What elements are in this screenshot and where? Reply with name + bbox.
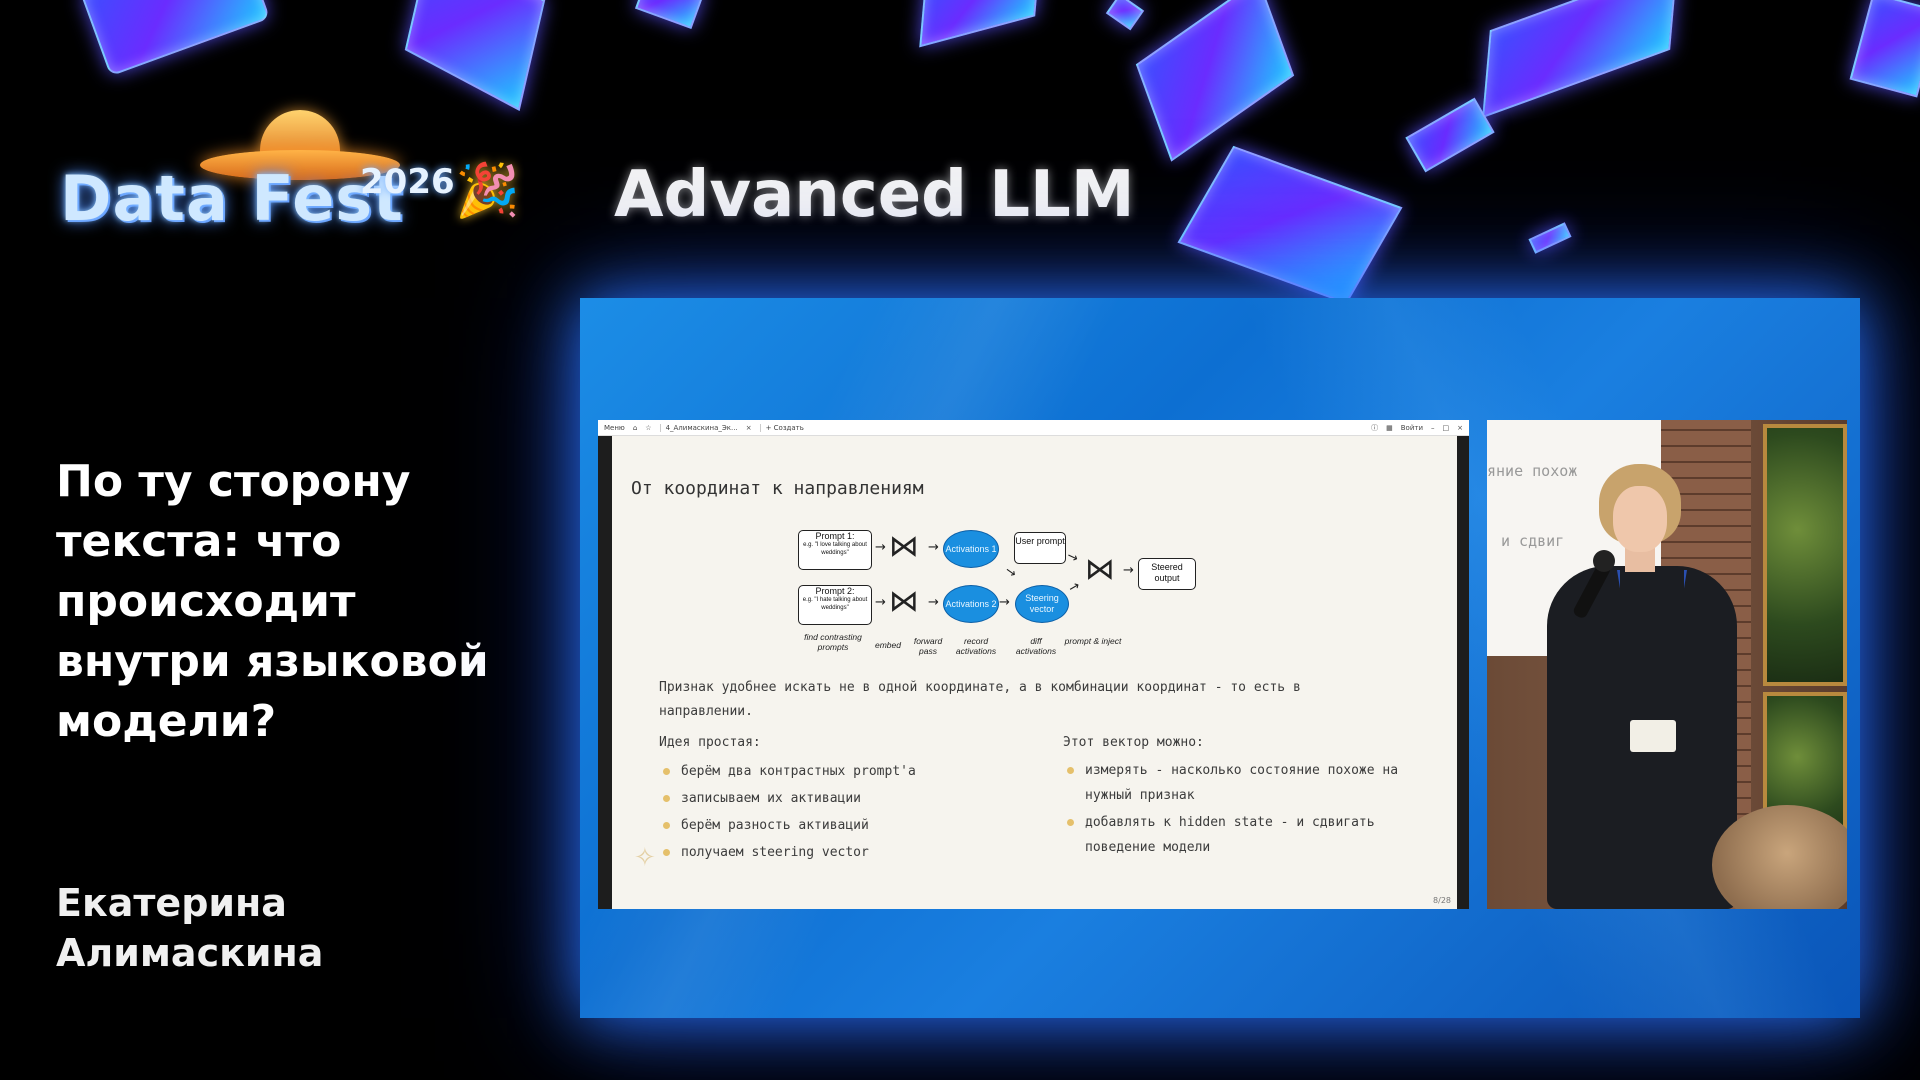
activations2-node: Activations 2 (943, 585, 999, 623)
prompt2-title: Prompt 2: (815, 586, 855, 596)
crystal-decoration (79, 0, 271, 77)
arrow-icon: → (928, 595, 939, 610)
crystal-decoration (919, 0, 1041, 48)
logo-text: Data Fest (60, 162, 404, 235)
arrow-icon: → (875, 540, 886, 555)
step-label: diff activations (1015, 636, 1057, 656)
browser-tab[interactable]: 4_Алимаскина_Эк... (659, 423, 738, 432)
arrow-icon: → (999, 595, 1010, 610)
left-column-title: Идея простая: (659, 735, 761, 750)
neural-net-icon: ⋈ (1085, 552, 1115, 587)
info-icon[interactable]: ⓘ (1371, 423, 1379, 432)
grid-icon[interactable]: ▦ (1386, 423, 1393, 432)
step-label: record activations (955, 636, 997, 656)
prompt1-title: Prompt 1: (815, 531, 855, 541)
user-prompt-text: User prompt (1015, 536, 1065, 546)
list-item: получаем steering vector (659, 839, 1019, 866)
step-label: find contrasting prompts (804, 632, 862, 652)
page-number: 8/28 (1433, 896, 1451, 905)
list-item: измерять - насколько состояние похоже на… (1063, 758, 1433, 808)
right-column-title: Этот вектор можно: (1063, 735, 1204, 750)
speaker-camera: яние похож и сдвиг (1487, 420, 1847, 909)
talk-title: По ту сторону текста: что происходит вну… (56, 456, 489, 747)
arrow-icon: → (1001, 563, 1020, 582)
new-tab-button[interactable]: + Создать (759, 423, 804, 432)
arrow-icon: → (875, 595, 886, 610)
prompt2-box: Prompt 2: e.g. "I hate talking about wed… (798, 585, 872, 625)
data-fest-logo: Data Fest 2026 🎉 (60, 110, 530, 240)
menu-button[interactable]: Меню (604, 423, 625, 432)
list-item: берём два контрастных prompt'а (659, 758, 1019, 785)
prompt1-text: e.g. "I love talking about weddings" (803, 542, 867, 556)
left-column: Идея простая: берём два контрастных prom… (659, 735, 1019, 866)
login-button[interactable]: Войти (1400, 423, 1423, 432)
prompt1-box: Prompt 1: e.g. "I love talking about wed… (798, 530, 872, 570)
activations1-node: Activations 1 (943, 530, 999, 568)
arrow-icon: → (928, 540, 939, 555)
slide-body-text: Признак удобнее искать не в одной коорди… (659, 680, 1301, 719)
logo-year: 2026 (360, 162, 455, 202)
minimize-icon[interactable]: – (1431, 423, 1435, 432)
maximize-icon[interactable]: □ (1442, 423, 1450, 432)
crystal-decoration (1482, 0, 1678, 119)
step-label: prompt & inject (1064, 636, 1122, 646)
list-item: добавлять к hidden state - и сдвигать по… (1063, 810, 1433, 860)
right-column: Этот вектор можно: измерять - насколько … (1063, 735, 1433, 860)
crystal-decoration (1105, 0, 1145, 31)
step-label: embed (875, 640, 901, 650)
star-icon[interactable]: ☆ (645, 423, 652, 432)
home-icon[interactable]: ⌂ (632, 423, 638, 432)
neural-net-icon: ⋈ (889, 529, 919, 564)
track-title: Advanced LLM (614, 158, 1135, 232)
slide-left-border (598, 436, 612, 909)
painting (1763, 424, 1847, 686)
crystal-decoration (634, 0, 706, 30)
arrow-icon: → (1123, 563, 1134, 578)
slide-window: Меню ⌂ ☆ 4_Алимаскина_Эк... × + Создать … (598, 420, 1469, 909)
list-item: берём разность активаций (659, 812, 1019, 839)
slide-logo-icon: ✧ (634, 843, 656, 873)
steered-output-box: Steered output (1138, 558, 1196, 590)
name-badge (1630, 720, 1676, 752)
screen-text: и сдвиг (1501, 532, 1565, 550)
party-popper-icon: 🎉 (455, 161, 520, 221)
neural-net-icon: ⋈ (889, 584, 919, 619)
screen-text: яние похож (1487, 462, 1578, 480)
arrow-icon: → (1065, 578, 1083, 597)
crystal-decoration (1849, 0, 1920, 98)
speaker-name: Екатерина Алимаскина (56, 881, 324, 975)
crystal-decoration (1177, 145, 1403, 305)
steering-diagram: Prompt 1: e.g. "I love talking about wed… (793, 520, 1293, 670)
steering-vector-node: Steering vector (1015, 585, 1069, 623)
audience-head (1712, 805, 1847, 909)
crystal-decoration (1528, 222, 1572, 254)
crystal-decoration (1405, 97, 1495, 173)
user-prompt-box: User prompt (1014, 532, 1066, 564)
crystal-decoration (1135, 0, 1295, 162)
arrow-icon: → (1064, 548, 1081, 567)
slide-right-border (1457, 436, 1469, 909)
list-item: записываем их активации (659, 785, 1019, 812)
close-tab-icon[interactable]: × (745, 423, 752, 432)
slide-heading: От координат к направлениям (631, 478, 924, 499)
browser-toolbar: Меню ⌂ ☆ 4_Алимаскина_Эк... × + Создать … (598, 420, 1469, 436)
sombrero-icon (200, 110, 400, 180)
prompt2-text: e.g. "I hate talking about weddings" (802, 597, 868, 611)
steered-output-text: Steered output (1151, 562, 1183, 583)
step-label: forward pass (913, 636, 943, 656)
crystal-decoration (404, 0, 546, 111)
speaker-figure (1507, 464, 1737, 909)
close-window-icon[interactable]: × (1457, 423, 1463, 432)
